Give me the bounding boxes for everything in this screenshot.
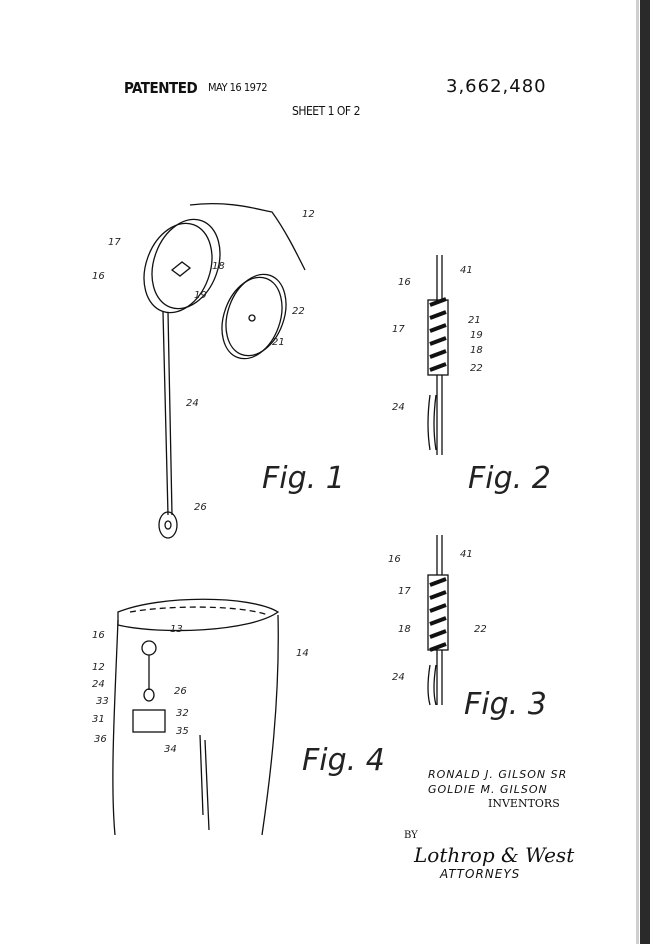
reference-numeral: 26 [174,686,187,697]
reference-numeral: 18 [398,624,411,635]
reference-numeral: 41 [460,265,473,276]
scan-edge-shadow [636,0,639,944]
disc-front-edge [151,218,221,310]
attorneys-label: ATTORNEYS [440,867,521,881]
ref-16: 16 [92,271,105,282]
stud [170,261,192,277]
figure-4: 16 13 14 12 24 26 33 32 31 35 36 34 Fig.… [92,598,385,836]
strap [162,311,169,516]
ref-26: 26 [194,502,207,513]
patent-number: 3,662,480 [446,76,547,97]
by-label: BY [404,830,418,841]
figure-2: 16 41 17 21 19 18 22 24 Fig. 2 [392,255,551,496]
ref-12: 12 [302,209,315,220]
patented-label: PATENTED [124,79,198,97]
reference-numeral: 16 [398,277,411,288]
reference-numeral: 16 [92,630,105,641]
fig2-title: Fig. 2 [468,461,551,496]
reference-numeral: 17 [398,586,411,597]
reference-numeral: 34 [164,744,177,755]
reference-numeral: 13 [170,624,183,635]
reference-numeral: 22 [470,363,483,374]
disc-back-edge [225,273,287,357]
inventors-label: INVENTORS [488,797,560,810]
figure-1: 12 17 16 18 19 22 21 24 26 Fig. 1 [92,202,345,539]
reference-numeral: 18 [470,345,483,356]
ref-18: 18 [212,261,225,272]
inventor-2: GOLDIE M. GILSON [428,783,548,796]
reference-numeral: 36 [94,734,107,745]
reference-numeral: 24 [392,402,405,413]
fig3-title: Fig. 3 [464,687,547,722]
reference-numeral: 17 [392,324,405,335]
reference-numeral: 12 [92,662,105,673]
reference-numeral: 32 [176,708,189,719]
ref-19: 19 [194,290,207,301]
reference-numeral: 24 [92,679,105,690]
fig1-title: Fig. 1 [262,461,345,496]
ref-24: 24 [186,398,199,409]
reference-numeral: 33 [96,696,109,707]
reference-numeral: 21 [468,315,481,326]
attorney-signature: Lothrop & West [414,843,575,867]
scan-edge [640,0,650,944]
reference-numeral: 14 [296,648,309,659]
reference-numeral: 35 [176,726,189,737]
ref-22: 22 [292,306,305,317]
disc-front [143,222,213,314]
ring [158,511,178,539]
reference-numeral: 41 [460,549,473,560]
inventor-1: RONALD J. GILSON SR [428,768,568,781]
sheet-number: SHEET 1 OF 2 [292,104,360,118]
fig4-title: Fig. 4 [302,743,385,778]
reference-numeral: 19 [470,330,483,341]
disc-back [221,276,283,360]
ref-17: 17 [108,237,121,248]
reference-numeral: 31 [92,714,105,725]
reference-numeral: 24 [392,672,405,683]
reference-numeral: 22 [474,624,487,635]
patent-date: MAY 16 1972 [208,81,268,94]
reference-numeral: 16 [388,554,401,565]
figure-3: 16 41 17 18 22 24 Fig. 3 [388,535,547,722]
garment-outline [189,202,306,271]
ref-21: 21 [272,337,285,348]
